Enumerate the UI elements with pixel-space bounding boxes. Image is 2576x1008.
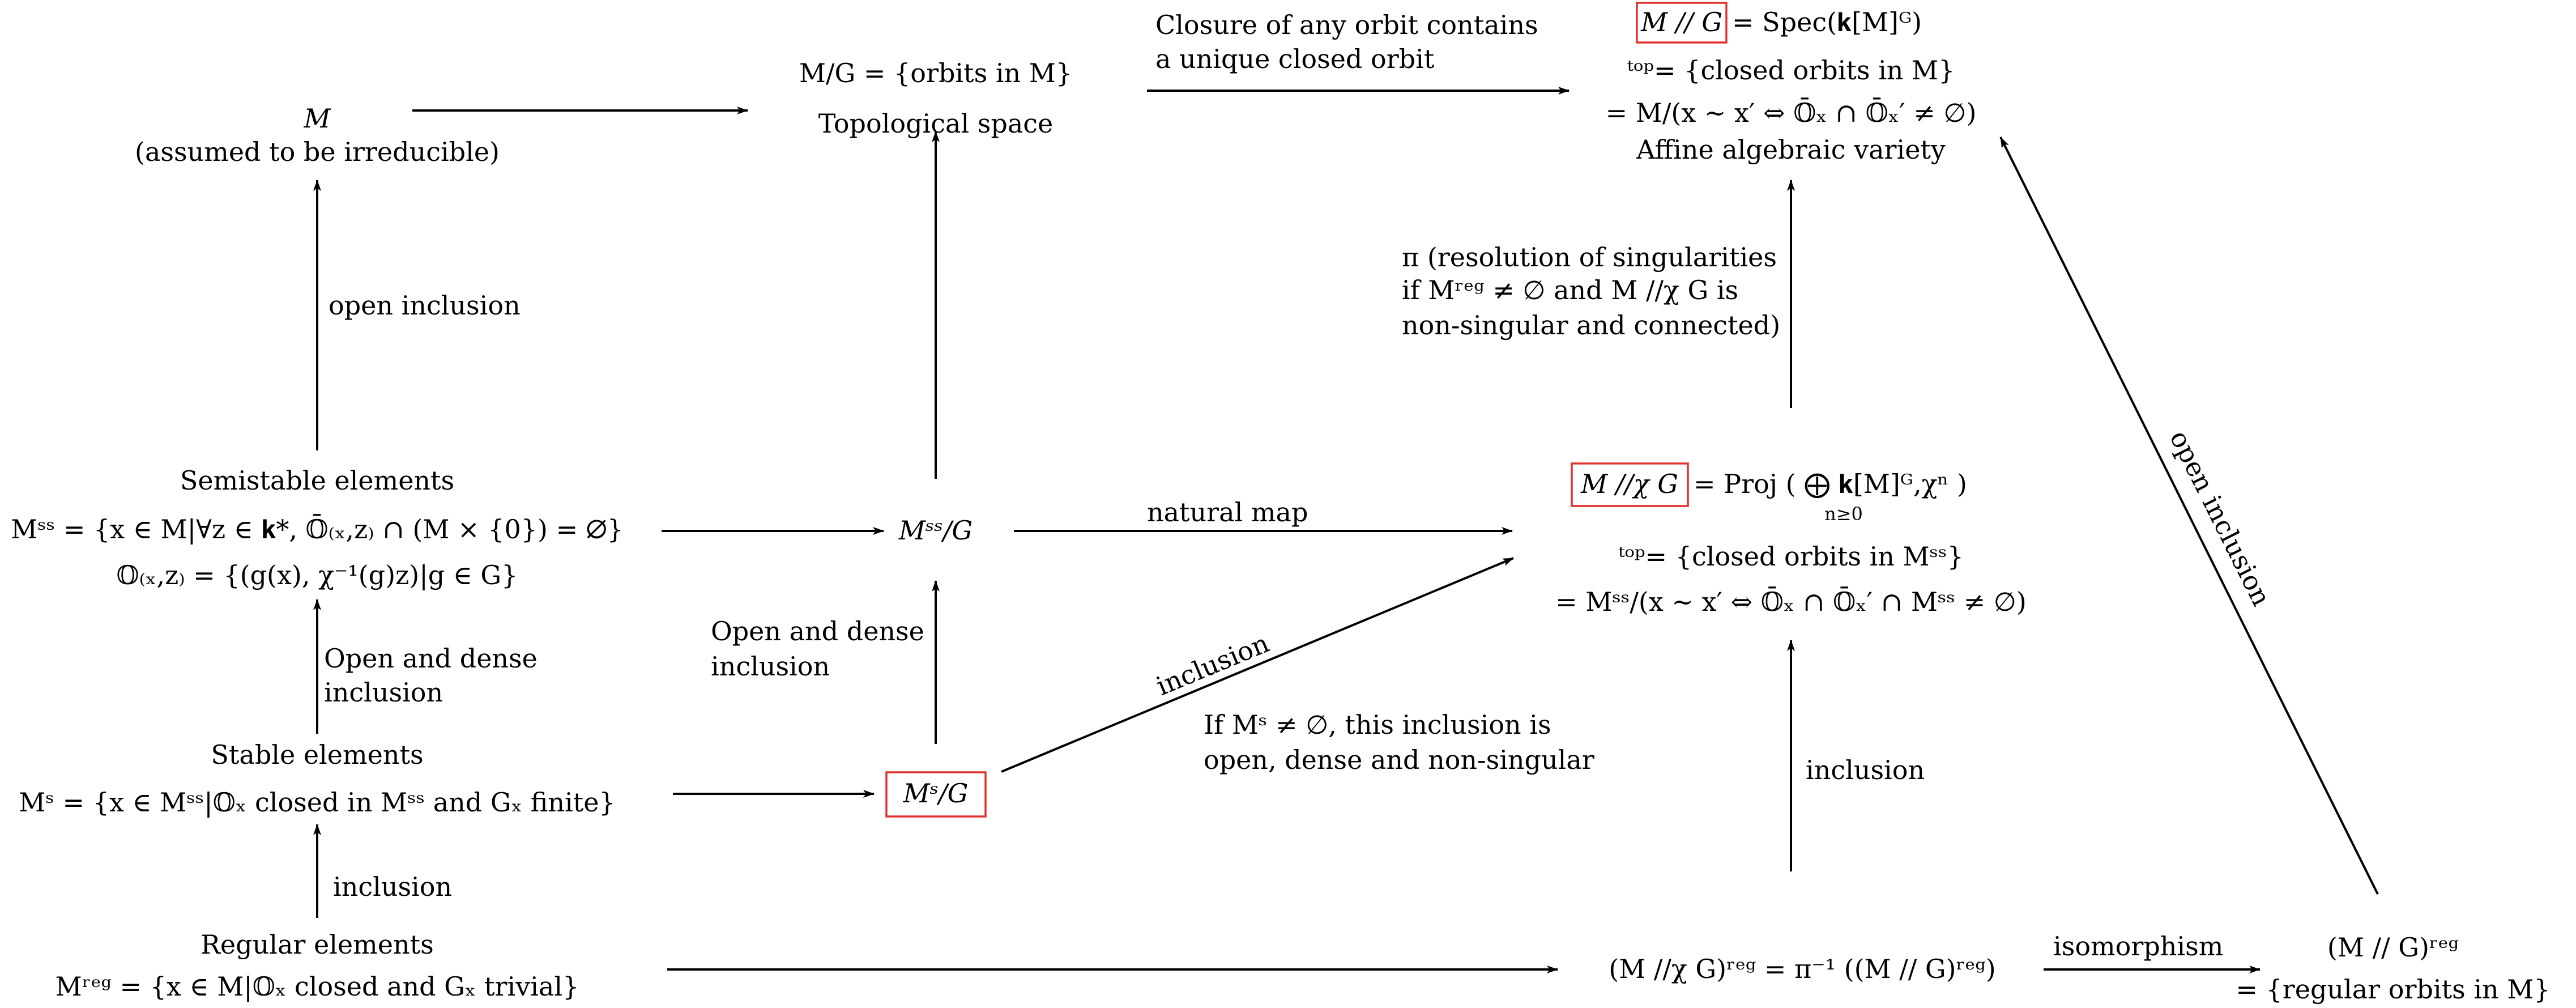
node-git-quotient-relation: = M/(x ∼ x′ ⇔ 𝕆̄ₓ ∩ 𝕆̄ₓ′ ≠ ∅) [1606,97,1977,128]
node-semistable-title: Semistable elements [180,465,454,496]
label-open-inclusion-right: open inclusion [2164,426,2277,611]
label-closure-line2: a unique closed orbit [1155,44,1435,74]
node-semistable-orbit: 𝕆₍ₓ,z₎ = {(g(x), χ⁻¹(g)z)|g ∈ G} [117,560,518,590]
node-semistable-def: Mˢˢ = {x ∈ M|∀z ∈ 𝐤*, 𝕆̄₍ₓ,z₎ ∩ (M × {0}… [11,513,624,545]
node-regular-title: Regular elements [201,929,433,960]
node-git-chi-regular: (M ∕∕χ G)ʳᵉᵍ = π⁻¹ ((M ∕∕ G)ʳᵉᵍ) [1609,954,1995,984]
node-m-symbol: M [303,103,331,134]
node-stable-title: Stable elements [211,739,423,770]
node-git-chi-quotient: M ∕∕χ G = Proj ( ⨁ 𝐤[M]ᴳ,χⁿ ) n≥0 ᵗᵒᵖ= {… [1555,469,2027,617]
label-pi-line2: if Mʳᵉᵍ ≠ ∅ and M ∕∕χ G is [1402,275,1738,305]
label-open-dense-mid-line2: inclusion [711,651,830,682]
label-closure-line1: Closure of any orbit contains [1155,10,1538,40]
node-git-quotient-closed-orbits: ᵗᵒᵖ= {closed orbits in M} [1627,55,1955,86]
node-ms-quotient-label: Mˢ/G [903,778,969,809]
node-stable-def: Mˢ = {x ∈ Mˢˢ|𝕆ₓ closed in Mˢˢ and Gₓ fi… [19,787,615,818]
label-if-ms-line2: open, dense and non-singular [1204,745,1594,775]
box-gitq [1636,2,1728,44]
node-git-quotient-type: Affine algebraic variety [1636,134,1946,165]
arrow-gitreg-to-gitq [1999,137,2379,895]
node-git-regular: (M ∕∕ G)ʳᵉᵍ = {regular orbits in M} [2236,932,2550,1005]
node-ms-quotient: Mˢ/G [903,778,969,809]
node-semistable: Semistable elements Mˢˢ = {x ∈ M|∀z ∈ 𝐤*… [11,465,624,590]
label-pi-line1: π (resolution of singularities [1402,242,1777,273]
node-git-regular-def: = {regular orbits in M} [2236,974,2550,1005]
node-git-chi-quotient-boxed: M ∕∕χ G [1580,469,1678,499]
label-open-dense-mid-line1: Open and dense [711,616,924,647]
edge-labels: Closure of any orbit contains a unique c… [324,10,2277,962]
label-isomorphism: isomorphism [2053,931,2223,962]
label-inclusion-diagonal: inclusion [1151,628,1273,702]
node-git-quotient: M ∕∕ G = Spec(𝐤[M]ᴳ) ᵗᵒᵖ= {closed orbits… [1606,7,1977,165]
arrow-msg-to-gitchi [1001,557,1514,773]
label-open-dense-left-line2: inclusion [324,677,443,708]
node-regular: Regular elements Mʳᵉᵍ = {x ∈ M|𝕆ₓ closed… [56,929,579,1002]
node-git-chi-quotient-proj: = Proj ( ⨁ 𝐤[M]ᴳ,χⁿ ) [1694,469,1967,499]
arrows [313,87,2379,973]
node-orbit-space-type: Topological space [818,108,1054,139]
node-git-regular-symbol: (M ∕∕ G)ʳᵉᵍ [2327,932,2459,963]
node-orbit-space: M/G = {orbits in M} Topological space [799,58,1072,139]
box-gitchi [1571,462,1689,507]
node-git-chi-quotient-closed-orbits: ᵗᵒᵖ= {closed orbits in Mˢˢ} [1618,541,1964,572]
node-mss-quotient: Mˢˢ/G [898,515,973,546]
label-if-ms-line1: If Mˢ ≠ ∅, this inclusion is [1204,709,1551,740]
label-inclusion-bottom-left: inclusion [333,871,452,902]
node-m-note: (assumed to be irreducible) [135,137,500,167]
node-regular-def: Mʳᵉᵍ = {x ∈ M|𝕆ₓ closed and Gₓ trivial} [56,971,579,1002]
node-m: M (assumed to be irreducible) [135,103,500,167]
node-git-quotient-boxed: M ∕∕ G [1640,7,1722,37]
node-git-chi-quotient-relation: = Mˢˢ/(x ∼ x′ ⇔ 𝕆̄ₓ ∩ 𝕆̄ₓ′ ∩ Mˢˢ ≠ ∅) [1555,586,2027,617]
highlight-boxes [885,2,1728,818]
node-git-quotient-spec: = Spec(𝐤[M]ᴳ) [1732,7,1922,37]
label-open-inclusion-left: open inclusion [329,290,521,321]
label-natural-map: natural map [1147,497,1308,528]
label-open-dense-left-line1: Open and dense [324,643,538,674]
node-git-chi-quotient-sub: n≥0 [1824,503,1863,525]
box-msg [885,771,987,818]
node-mss-quotient-label: Mˢˢ/G [898,515,973,546]
label-pi-line3: non-singular and connected) [1402,310,1780,341]
node-git-chi-regular-def: (M ∕∕χ G)ʳᵉᵍ = π⁻¹ ((M ∕∕ G)ʳᵉᵍ) [1609,954,1995,984]
label-inclusion-right: inclusion [1806,755,1925,785]
node-stable: Stable elements Mˢ = {x ∈ Mˢˢ|𝕆ₓ closed … [19,739,615,818]
node-orbit-space-def: M/G = {orbits in M} [799,58,1072,88]
